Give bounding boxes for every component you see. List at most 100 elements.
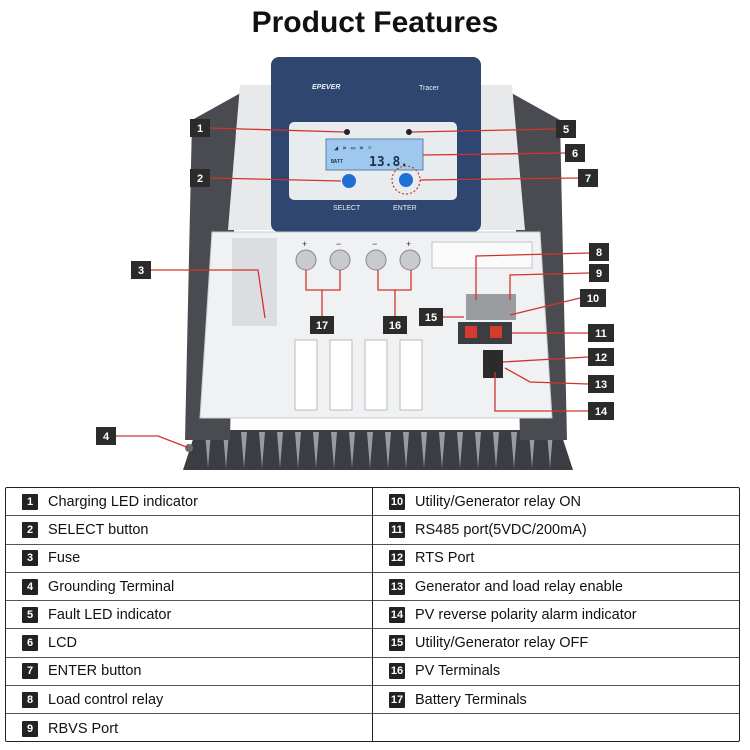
callout-13: 13 [588, 375, 614, 393]
lcd-voltage-reading: 13.8. [369, 155, 408, 170]
legend-label: Fault LED indicator [48, 606, 172, 623]
heatsink-fin [313, 432, 319, 468]
callout-5: 5 [556, 120, 576, 138]
svg-text:12: 12 [595, 352, 607, 364]
heatsink-fin [439, 432, 445, 468]
callout-12: 12 [588, 348, 614, 366]
legend-label: ENTER button [48, 663, 142, 680]
callout-7: 7 [578, 169, 598, 187]
svg-text:16: 16 [389, 320, 401, 332]
battery-plus-sign: + [302, 239, 307, 249]
legend-row: 5 Fault LED indicator [6, 601, 372, 630]
fuse-housing [232, 238, 277, 326]
callout-16: 16 [383, 316, 407, 334]
lcd-status-icons: ◢ » ▭ » ☼ [334, 144, 373, 152]
legend-number-badge: 16 [389, 663, 405, 680]
callout-1: 1 [190, 119, 210, 137]
rts-port [483, 350, 503, 378]
heatsink-fin [457, 432, 463, 468]
svg-text:3: 3 [138, 265, 144, 277]
select-label: SELECT [333, 205, 361, 212]
callout-4: 4 [96, 427, 116, 445]
pv-plus-sign: + [406, 239, 411, 249]
svg-text:14: 14 [595, 406, 608, 418]
heatsink-fin [421, 432, 427, 468]
charging-led [344, 129, 350, 135]
legend-number-badge: 17 [389, 691, 405, 708]
heatsink-fin [493, 432, 499, 468]
svg-text:1: 1 [197, 123, 203, 135]
svg-text:15: 15 [425, 312, 437, 324]
legend-label: Generator and load relay enable [415, 578, 623, 595]
battery-minus-sign: − [336, 239, 341, 249]
heatsink-fin [349, 432, 355, 468]
legend-label: LCD [48, 635, 78, 652]
enter-button[interactable] [399, 173, 413, 187]
heatsink-fin [259, 432, 265, 468]
callout-2: 2 [190, 169, 210, 187]
svg-text:6: 6 [572, 148, 578, 160]
heatsink-fin [331, 432, 337, 468]
legend-number-badge: 10 [389, 493, 405, 510]
legend-number-badge: 3 [22, 550, 38, 567]
callout-badges: 1 2 3 4 5 6 7 8 9 10 11 12 13 14 15 16 1… [96, 119, 614, 445]
controller-diagram: EPEVER Tracer ◢ » ▭ » ☼ BATT 13.8. SELEC… [96, 57, 614, 470]
heatsink-fin [205, 432, 211, 468]
callout-10: 10 [580, 289, 606, 307]
wire-slots [294, 339, 423, 411]
legend-label: Battery Terminals [415, 691, 527, 708]
heatsink-fin [295, 432, 301, 468]
svg-text:5: 5 [563, 124, 569, 136]
brand-logo: EPEVER [312, 84, 340, 91]
svg-text:13: 13 [595, 379, 607, 391]
battery-terminals: + − [295, 239, 351, 271]
legend-label: Utility/Generator relay OFF [415, 635, 589, 652]
legend-label: RTS Port [415, 550, 475, 567]
callout-15: 15 [419, 308, 443, 326]
heatsink-fin [223, 432, 229, 468]
legend-label: Fuse [48, 550, 81, 567]
callout-3: 3 [131, 261, 151, 279]
legend-label: RS485 port(5VDC/200mA) [415, 521, 587, 538]
legend-row: 3 Fuse [6, 545, 372, 573]
legend-label: Load control relay [48, 691, 164, 708]
legend-row: 12 RTS Port [373, 545, 739, 573]
heatsink-fin [547, 432, 553, 468]
legend-row: 6 LCD [6, 630, 372, 658]
legend-number-badge: 9 [22, 720, 38, 737]
svg-text:9: 9 [596, 268, 602, 280]
select-button[interactable] [342, 174, 356, 188]
legend-label: RBVS Port [48, 720, 119, 737]
legend-number-badge: 8 [22, 691, 38, 708]
legend-label: PV reverse polarity alarm indicator [415, 606, 637, 623]
svg-text:11: 11 [595, 328, 607, 340]
legend-label: SELECT button [48, 521, 149, 538]
callout-9: 9 [589, 264, 609, 282]
legend-row [373, 714, 739, 741]
legend-number-badge: 12 [389, 550, 405, 567]
fault-led [406, 129, 412, 135]
legend-row: 9 RBVS Port [6, 714, 372, 741]
legend-row: 17 Battery Terminals [373, 686, 739, 715]
heatsink [183, 430, 573, 470]
callout-14: 14 [588, 402, 614, 420]
legend-label: Grounding Terminal [48, 578, 175, 595]
model-name: Tracer [419, 85, 440, 92]
heatsink-fin [385, 432, 391, 468]
rs485-jack-b [490, 326, 502, 338]
leader-lines [116, 127, 590, 449]
svg-text:4: 4 [103, 431, 110, 443]
callout-17: 17 [310, 316, 334, 334]
legend-number-badge: 1 [22, 493, 38, 510]
heatsink-fin [475, 432, 481, 468]
svg-text:2: 2 [197, 173, 203, 185]
legend-number-badge: 11 [389, 521, 405, 538]
legend-number-badge: 5 [22, 606, 38, 623]
callout-11: 11 [588, 324, 614, 342]
legend-number-badge: 6 [22, 635, 38, 652]
